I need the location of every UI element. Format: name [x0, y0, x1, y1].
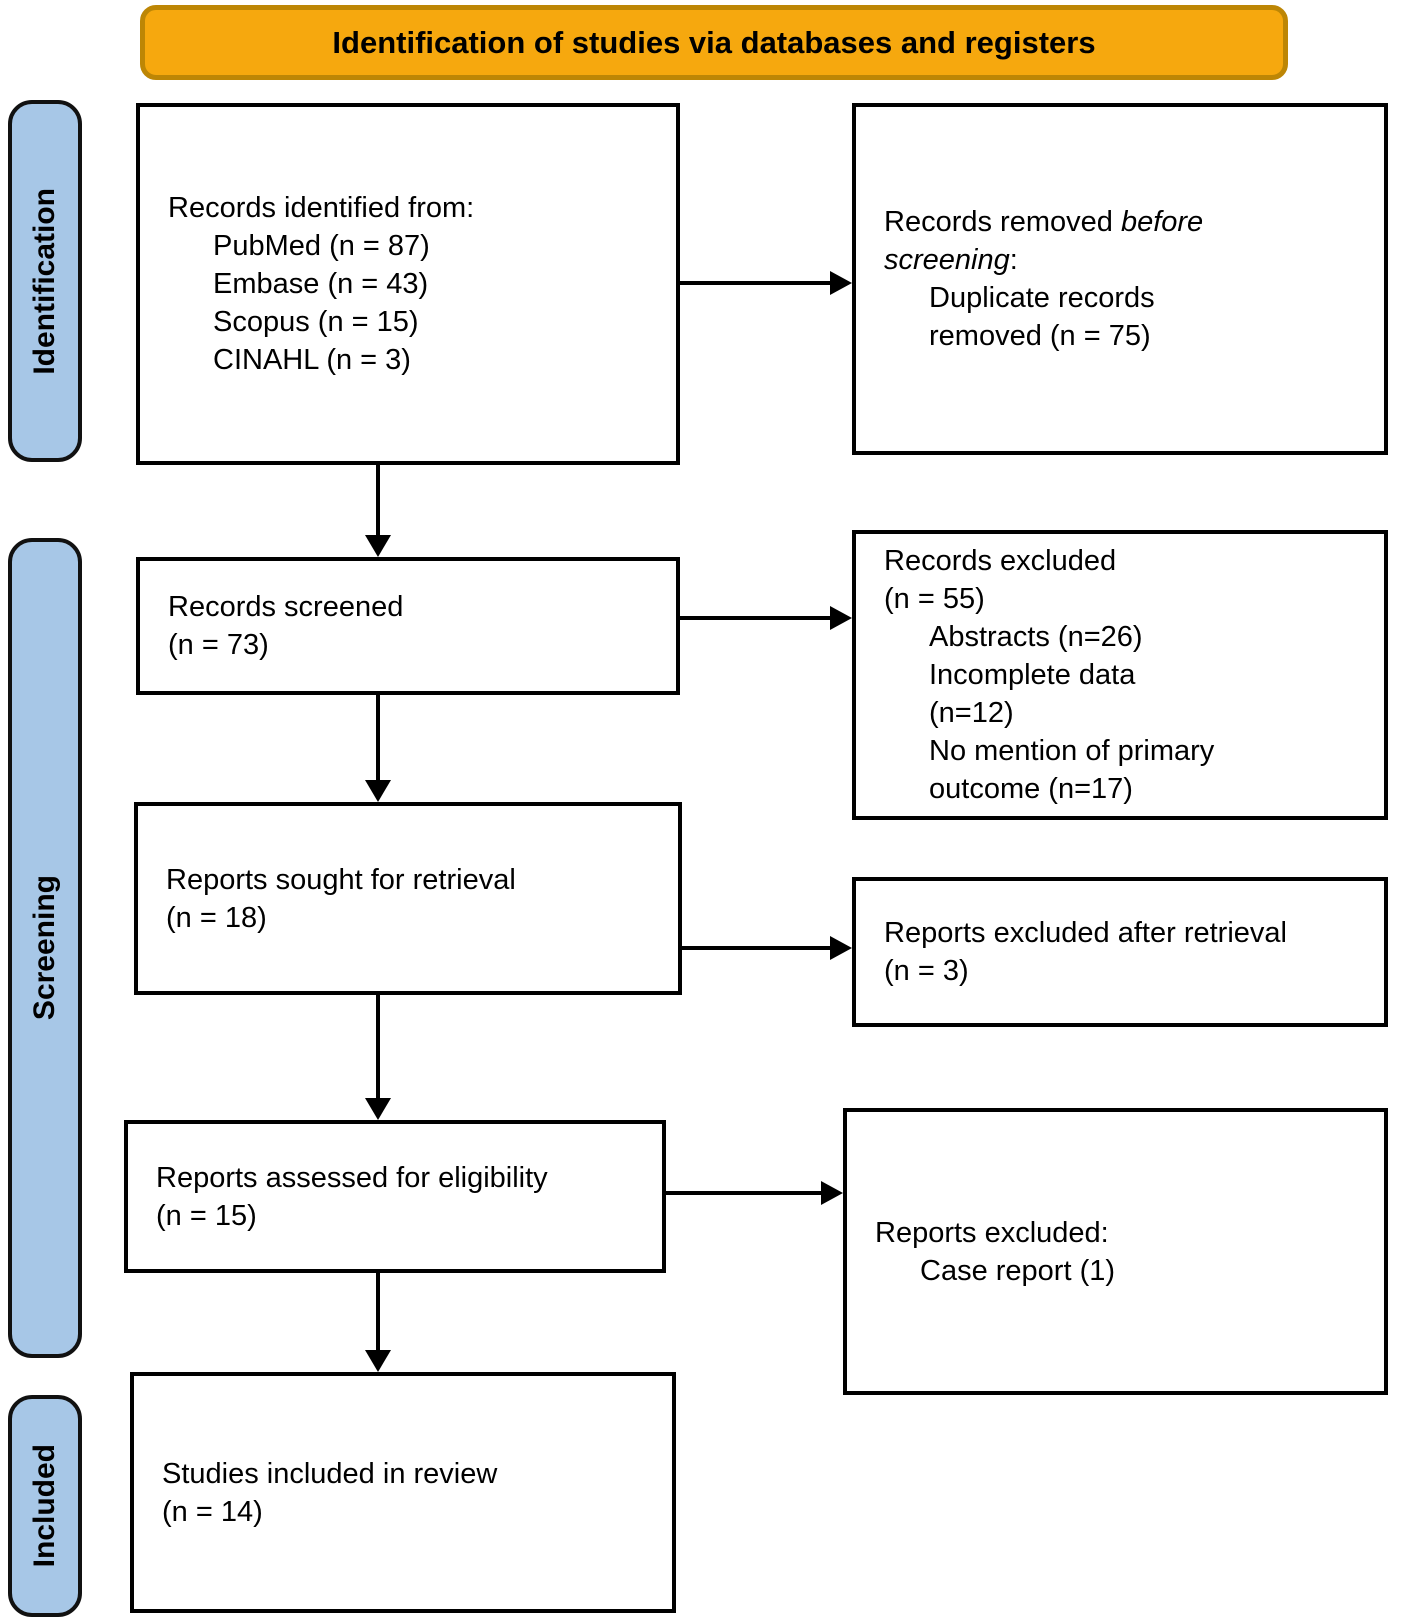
- records-excluded-item-abstracts: Abstracts (n=26): [929, 621, 1143, 653]
- records-removed-heading-italic: before screening: [884, 206, 1204, 276]
- reports-assessed-box: Reports assessed for eligibility (n = 15…: [124, 1120, 666, 1273]
- arrow-shaft: [666, 1191, 821, 1195]
- records-excluded-count: (n = 55): [884, 583, 985, 615]
- arrow-shaft: [680, 281, 830, 285]
- records-excluded-box: Records excluded (n = 55) Abstracts (n=2…: [852, 530, 1388, 820]
- reports-excluded-heading: Reports excluded:: [875, 1216, 1109, 1249]
- stage-screening-text: Screening: [28, 875, 61, 1021]
- studies-included-box: Studies included in review (n = 14): [130, 1372, 676, 1613]
- stage-included-text: Included: [28, 1444, 61, 1568]
- studies-included-line1: Studies included in review: [162, 1457, 498, 1490]
- records-removed-box: Records removed before screening: Duplic…: [852, 103, 1388, 455]
- arrow-shaft: [376, 465, 380, 535]
- arrow-sought-to-excluded-after-retrieval: [682, 936, 852, 960]
- arrow-head-down-icon: [365, 1350, 391, 1372]
- arrow-screened-to-sought: [365, 695, 391, 802]
- records-identified-item-scopus: Scopus (n = 15): [213, 306, 419, 338]
- records-removed-heading: Records removed before screening:: [884, 203, 1264, 279]
- reports-assessed-count: (n = 15): [156, 1199, 257, 1232]
- records-identified-heading: Records identified from:: [168, 192, 475, 224]
- arrow-head-down-icon: [365, 1098, 391, 1120]
- records-identified-box: Records identified from: PubMed (n = 87)…: [136, 103, 680, 465]
- records-excluded-item-no-primary-outcome: No mention of primary outcome (n=17): [929, 735, 1215, 805]
- stage-label-screening: Screening: [8, 538, 82, 1358]
- reports-excluded-item-case-report: Case report (1): [920, 1254, 1116, 1287]
- stage-label-identification: Identification: [8, 100, 82, 462]
- reports-excluded-box: Reports excluded: Case report (1): [843, 1108, 1388, 1395]
- records-screened-count: (n = 73): [168, 629, 269, 661]
- arrow-shaft: [376, 695, 380, 780]
- stage-label-included: Included: [8, 1395, 82, 1617]
- arrow-head-down-icon: [365, 535, 391, 557]
- studies-included-count: (n = 14): [162, 1495, 263, 1528]
- reports-excluded-after-retrieval-box: Reports excluded after retrieval (n = 3): [852, 877, 1388, 1027]
- records-screened-box: Records screened (n = 73): [136, 557, 680, 695]
- reports-sought-line1: Reports sought for retrieval: [166, 863, 516, 896]
- arrow-assessed-to-included: [365, 1273, 391, 1372]
- records-removed-heading-prefix: Records removed: [884, 206, 1121, 238]
- arrow-identified-to-removed: [680, 271, 852, 295]
- records-identified-item-cinahl: CINAHL (n = 3): [213, 344, 411, 376]
- reports-excluded-after-retrieval-count: (n = 3): [884, 955, 969, 987]
- banner-title: Identification of studies via databases …: [332, 24, 1096, 60]
- arrow-head-right-icon: [830, 271, 852, 295]
- arrow-sought-to-assessed: [365, 995, 391, 1120]
- arrow-screened-to-excluded: [680, 606, 852, 630]
- arrow-assessed-to-reports-excluded: [666, 1181, 843, 1205]
- arrow-shaft: [682, 946, 830, 950]
- reports-assessed-line1: Reports assessed for eligibility: [156, 1161, 548, 1194]
- records-excluded-item-incomplete-data: Incomplete data (n=12): [929, 659, 1136, 729]
- reports-sought-count: (n = 18): [166, 901, 267, 934]
- records-screened-line1: Records screened: [168, 591, 404, 623]
- arrow-head-right-icon: [821, 1181, 843, 1205]
- records-excluded-line1: Records excluded: [884, 545, 1117, 577]
- records-removed-item-duplicates: Duplicate records removed (n = 75): [929, 282, 1155, 352]
- banner: Identification of studies via databases …: [140, 5, 1288, 80]
- records-identified-item-pubmed: PubMed (n = 87): [213, 230, 430, 262]
- reports-sought-box: Reports sought for retrieval (n = 18): [134, 802, 682, 995]
- reports-excluded-after-retrieval-line1: Reports excluded after retrieval: [884, 917, 1287, 949]
- records-identified-item-embase: Embase (n = 43): [213, 268, 429, 300]
- records-removed-heading-suffix: :: [1009, 244, 1018, 276]
- arrow-head-down-icon: [365, 780, 391, 802]
- stage-identification-text: Identification: [28, 187, 61, 375]
- arrow-head-right-icon: [830, 606, 852, 630]
- arrow-shaft: [680, 616, 830, 620]
- arrow-shaft: [376, 1273, 380, 1350]
- arrow-shaft: [376, 995, 380, 1098]
- arrow-head-right-icon: [830, 936, 852, 960]
- arrow-identified-to-screened: [365, 465, 391, 557]
